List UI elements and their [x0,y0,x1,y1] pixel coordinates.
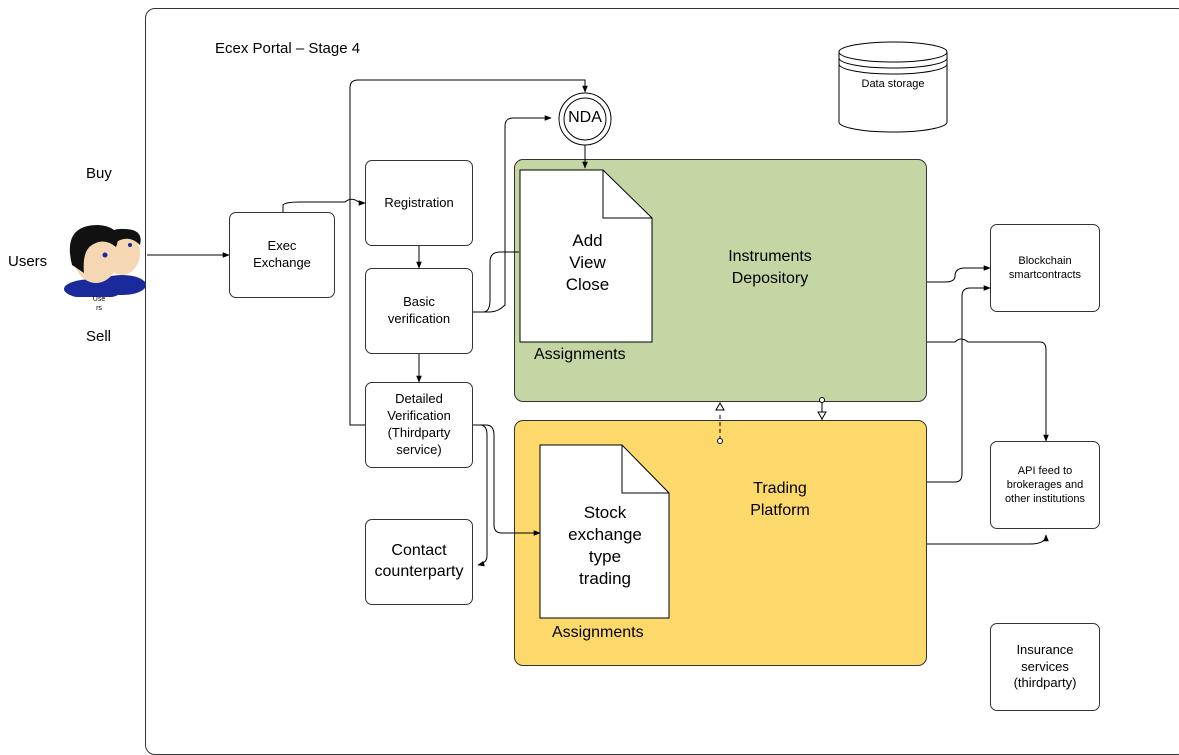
trading-to-api-arrow [927,534,1049,545]
exec-exchange-label: Exec Exchange [253,238,311,270]
registration-label: Registration [384,194,454,210]
link-triangle-top [715,401,725,411]
basic-to-instruments-line [473,251,519,313]
nda-node [558,92,612,146]
trading-doc-text: Stock exchange type trading [568,503,642,589]
detailed-to-trading-arrow [473,424,541,536]
detailed-verification-box[interactable]: Detailed Verification (Thirdparty servic… [365,382,473,468]
instruments-title: Instruments Depository [728,248,812,287]
instruments-to-api-arrow [927,338,1049,442]
trading-doc-fold [621,445,669,494]
exec-to-registration-arrow [282,198,366,212]
instruments-doc-text: Add View Close [565,231,610,295]
portal-title: Ecex Portal – Stage 4 [215,40,361,57]
users-icon [52,215,147,299]
insurance-label: Insurance services (thirdparty) [1013,641,1077,691]
link-triangle-bottom [817,411,827,421]
basic-to-nda-arrow [473,115,552,313]
trading-to-blockchain-arrow [927,285,991,483]
link-circle-top [819,397,825,403]
api-feed-box[interactable]: API feed to brokerages and other institu… [990,441,1100,529]
sell-label: Sell [86,328,112,345]
contact-counterparty-label: Contact counterparty [374,542,464,580]
registration-box[interactable]: Registration [365,160,473,246]
buy-label: Buy [86,165,112,182]
nda-label: NDA [568,109,602,126]
trading-title: Trading Platform [750,480,810,519]
instruments-doc-shape [519,169,653,343]
detailed-verification-label: Detailed Verification (Thirdparty servic… [387,391,451,457]
api-feed-label: API feed to brokerages and other institu… [1004,464,1086,506]
trading-assignments-label: Assignments [552,624,644,641]
data-storage-cylinder [838,41,948,133]
basic-verification-box[interactable]: Basic verification [365,268,473,354]
users-label: Users [8,253,48,270]
trading-doc-shape [539,444,670,619]
blockchain-box[interactable]: Blockchain smartcontracts [990,224,1100,312]
link-circle-bottom [717,438,723,444]
instruments-assignments-label: Assignments [534,346,626,363]
users-icon-caption: Use rs [92,296,106,313]
instruments-doc-fold [602,170,652,219]
exec-exchange-box[interactable]: Exec Exchange [229,212,335,298]
data-storage-label: Data storage [861,78,925,90]
contact-counterparty-box[interactable]: Contact counterparty [365,519,473,605]
blockchain-label: Blockchain smartcontracts [1008,254,1082,281]
basic-verification-label: Basic verification [387,294,451,326]
insurance-box[interactable]: Insurance services (thirdparty) [990,623,1100,711]
detailed-to-nda-arrow [349,79,588,426]
detailed-to-contact-arrow [473,424,488,567]
instruments-to-blockchain-arrow [927,265,991,283]
